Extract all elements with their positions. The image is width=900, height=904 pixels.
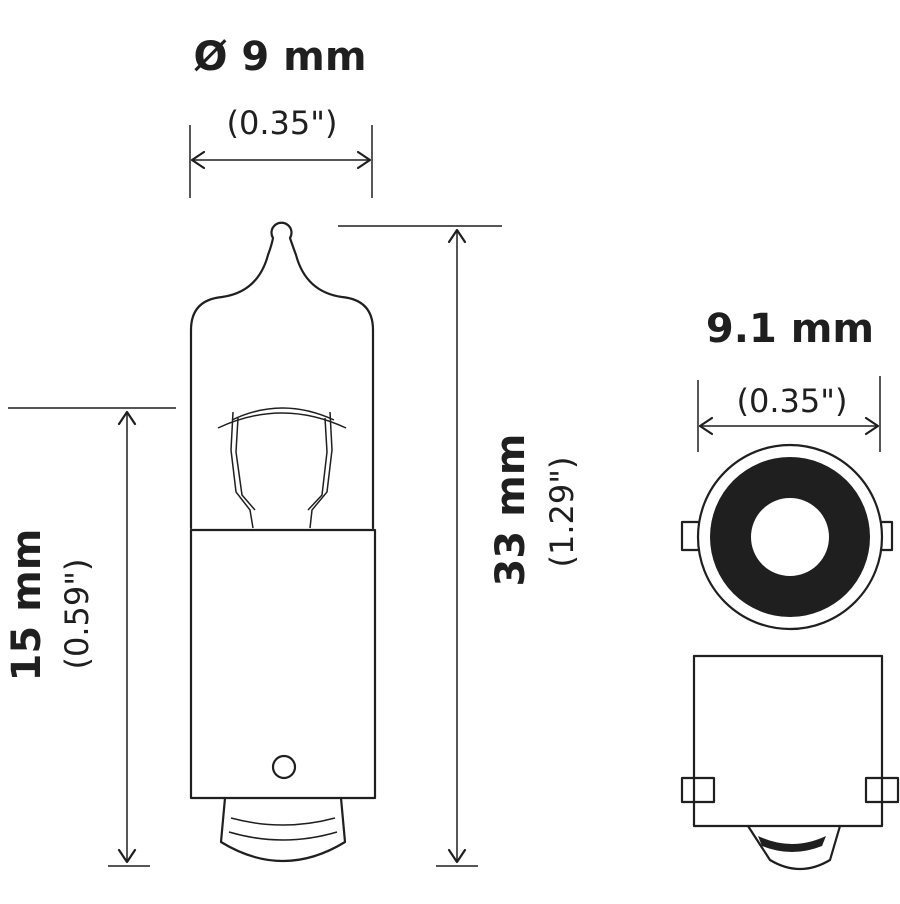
diameter-inch-label: (0.35") — [227, 104, 338, 142]
base-side-pin-right — [864, 776, 900, 804]
end-view-dimension: 9.1 mm (0.35") — [697, 306, 881, 452]
filament-left-wire — [230, 411, 254, 529]
bulb-side-view — [189, 221, 377, 863]
base-side-body — [692, 654, 884, 828]
base-mm-label: 15 mm — [4, 529, 50, 682]
contact-tip-line-2 — [228, 831, 338, 841]
filament-coil-2 — [217, 412, 347, 429]
height-dimension: 33 mm (1.29") — [338, 225, 581, 867]
bulb-base-side — [680, 654, 900, 870]
end-view-mm-label: 9.1 mm — [706, 306, 874, 352]
filament-coil — [231, 407, 335, 421]
diameter-arrow-left — [190, 150, 206, 170]
end-view-arrow-right — [864, 416, 880, 436]
bulb-base — [189, 528, 377, 800]
base-side-tip — [746, 824, 842, 870]
base-inch-label: (0.59") — [58, 559, 96, 670]
diameter-arrow-right — [356, 150, 372, 170]
end-view-inch-label: (0.35") — [737, 382, 848, 420]
end-view-arrow-left — [698, 416, 714, 436]
height-inch-label: (1.29") — [543, 457, 581, 568]
contact-tip — [219, 796, 347, 863]
base-arrow-bottom — [117, 848, 137, 864]
base-side-pin-left — [680, 776, 716, 804]
contact-tip-line — [230, 817, 336, 826]
filament-left-wire-2 — [235, 417, 256, 511]
height-arrow-bottom — [447, 848, 467, 864]
base-arrow-top — [117, 410, 137, 426]
bayonet-pin — [271, 754, 297, 780]
bulb-end-view — [680, 443, 894, 631]
end-view-contact — [749, 496, 831, 578]
filament-right-wire — [309, 411, 333, 529]
height-arrow-top — [447, 228, 467, 244]
diameter-dimension: Ø 9 mm (0.35") — [189, 34, 373, 198]
height-mm-label: 33 mm — [488, 434, 534, 587]
glass-envelope — [189, 221, 375, 530]
base-side-tip-shade — [758, 836, 826, 852]
diameter-mm-label: Ø 9 mm — [193, 34, 366, 80]
base-dimension: 15 mm (0.59") — [4, 407, 176, 867]
filament-right-wire-2 — [307, 417, 328, 511]
